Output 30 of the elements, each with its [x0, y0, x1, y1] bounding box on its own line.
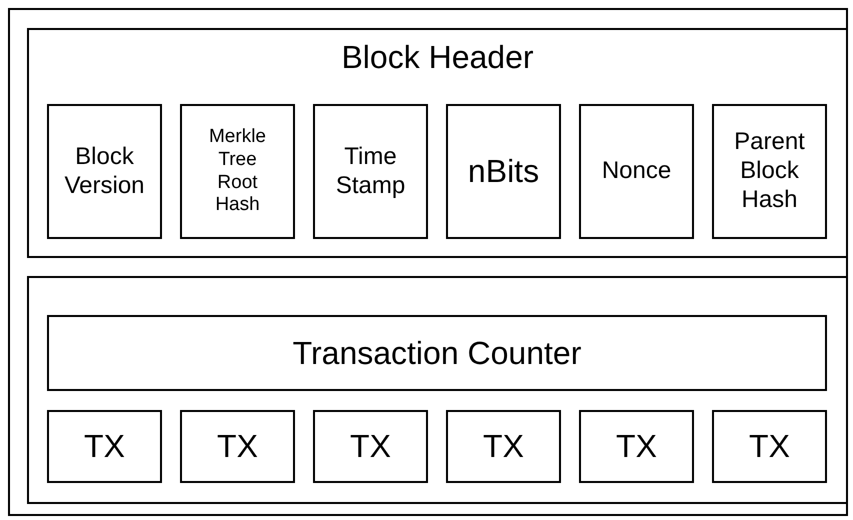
field-box [446, 104, 561, 239]
field-box [712, 104, 827, 239]
field-label: Block Version [63, 142, 146, 200]
tx-box [712, 410, 827, 483]
field-label: Time Stamp [334, 142, 406, 200]
field-box [579, 104, 694, 239]
panel-title: Block Header [340, 39, 535, 75]
tx-box [446, 410, 561, 483]
field-label: TX [349, 427, 392, 466]
field-label: TX [83, 427, 126, 466]
field-label: TX [482, 427, 525, 466]
field-label: TX [748, 427, 791, 466]
field-label: Transaction Counter [292, 334, 582, 372]
field-label: nBits [466, 152, 540, 191]
field-box [47, 104, 162, 239]
header-panel [27, 28, 848, 258]
field-box [180, 104, 295, 239]
counter-box [47, 315, 827, 391]
field-label: Parent Block Hash [733, 128, 806, 215]
transactions-panel [27, 276, 848, 504]
field-box [313, 104, 428, 239]
field-label: Nonce [600, 157, 672, 186]
tx-box [313, 410, 428, 483]
field-label: TX [615, 427, 658, 466]
field-label: TX [216, 427, 259, 466]
tx-box [180, 410, 295, 483]
outer-block-box [8, 8, 848, 516]
field-label: Merkle Tree Root Hash [208, 126, 267, 218]
tx-box [579, 410, 694, 483]
tx-box [47, 410, 162, 483]
